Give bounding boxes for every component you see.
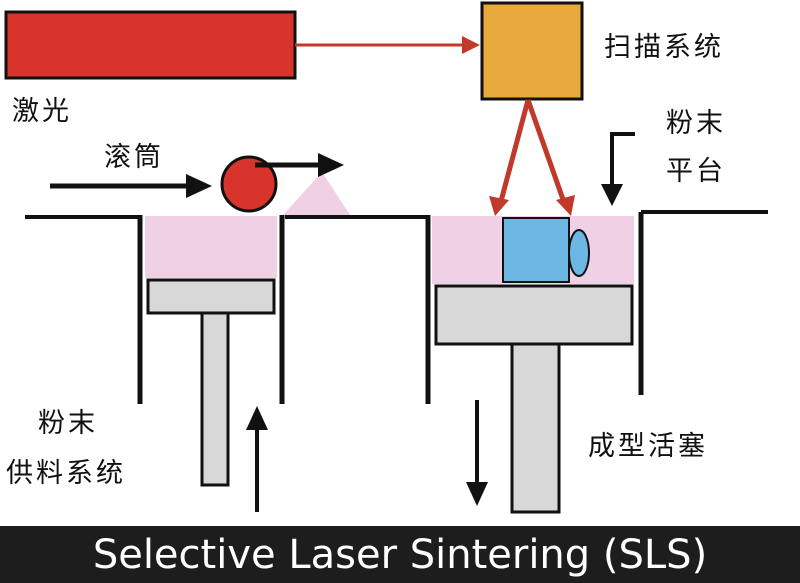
label-powder-supply-2: 供料系统 [6,458,126,489]
platform-pointer-head [601,184,623,206]
supply-piston-plate [146,278,276,315]
scanner-box [480,1,584,101]
laser-beam-arrowhead [462,36,480,54]
sintered-part [502,217,570,283]
sintered-part-side [568,229,590,277]
label-powder-supply-1: 粉末 [38,408,98,439]
label-powder-platform-1: 粉末 [666,108,726,139]
label-laser: 激光 [12,96,72,127]
roller [220,155,278,213]
build-piston-rod [510,342,561,514]
label-powder-platform-2: 平台 [666,156,726,187]
scan-beam-right [525,99,568,206]
roller-feed-arrowhead [186,174,212,198]
caption-title: Selective Laser Sintering (SLS) [93,532,707,578]
scan-beam-left [497,99,531,206]
label-build-piston: 成型活塞 [588,431,708,462]
label-roller: 滚筒 [104,142,164,173]
label-scan-system: 扫描系统 [604,32,724,63]
supply-piston-rod [200,311,230,487]
build-piston-plate [434,284,634,346]
build-down-arrowhead [466,482,488,506]
supply-up-arrowhead [246,406,268,430]
platform-pointer [610,132,635,188]
powder-heap [283,172,350,215]
scan-beam-left-head [489,196,509,216]
supply-powder-bed [145,216,277,278]
roller-motion-arrowhead [318,153,344,177]
laser-source [4,10,297,80]
scan-beam-right-head [556,195,575,216]
caption-bar [0,526,800,583]
